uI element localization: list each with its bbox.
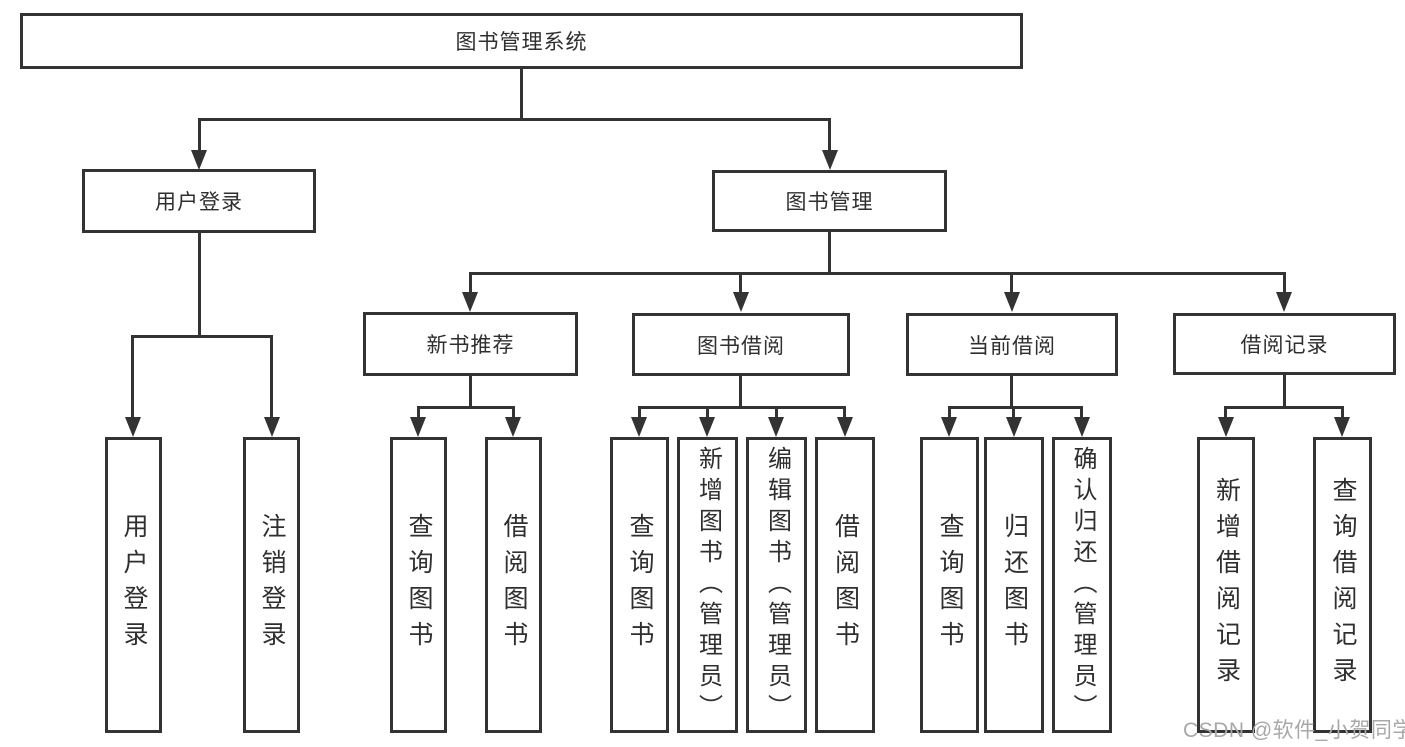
arrowhead-down-icon (410, 417, 426, 437)
node-label: 确认归还（管理员） (1069, 445, 1096, 725)
arrowhead-down-icon (941, 417, 957, 437)
leaf-edit-books-admin: 编辑图书（管理员） (746, 437, 807, 733)
arrowhead-down-icon (1276, 292, 1292, 312)
connector-hline (469, 272, 1286, 275)
connector-vline (512, 406, 515, 418)
arrowhead-down-icon (191, 150, 207, 170)
arrowhead-down-icon (1218, 417, 1234, 437)
node-user-login: 用户登录 (82, 169, 316, 233)
node-label: 查询图书 (626, 513, 654, 657)
connector-hline (417, 406, 515, 409)
arrowhead-down-icon (699, 417, 715, 437)
leaf-add-borrow-record: 新增借阅记录 (1197, 437, 1255, 733)
arrowhead-down-icon (822, 150, 838, 170)
connector-vline (198, 233, 201, 335)
node-borrowing-records: 借阅记录 (1173, 313, 1396, 375)
connector-vline (1341, 406, 1344, 418)
arrowhead-down-icon (837, 417, 853, 437)
connector-vline (520, 69, 523, 118)
connector-hline (638, 406, 846, 409)
arrowhead-down-icon (631, 417, 647, 437)
node-book-borrowing: 图书借阅 (632, 313, 850, 376)
connector-vline (1080, 406, 1083, 418)
connector-vline (739, 272, 742, 294)
arrowhead-down-icon (768, 417, 784, 437)
leaf-borrow-books-recommend: 借阅图书 (485, 437, 542, 733)
connector-vline (417, 406, 420, 418)
arrowhead-down-icon (1004, 292, 1020, 312)
leaf-user-login: 用户登录 (105, 437, 162, 733)
leaf-query-borrow-record: 查询借阅记录 (1313, 437, 1372, 733)
connector-hline (198, 118, 831, 121)
connector-vline (775, 406, 778, 418)
arrowhead-down-icon (462, 292, 478, 312)
node-label: 借阅图书 (500, 513, 528, 657)
leaf-query-books-borrowing: 查询图书 (610, 437, 669, 733)
node-label: 查询图书 (405, 513, 433, 657)
node-label: 借阅记录 (1240, 334, 1329, 357)
connector-vline (198, 118, 201, 152)
leaf-borrow-books-borrowing: 借阅图书 (815, 437, 875, 733)
node-book-management: 图书管理 (712, 170, 947, 232)
leaf-query-books-current: 查询图书 (920, 437, 979, 733)
leaf-query-books-recommend: 查询图书 (390, 437, 447, 733)
node-current-borrowing: 当前借阅 (906, 313, 1118, 376)
arrowhead-down-icon (1006, 417, 1022, 437)
node-label: 图书管理 (785, 191, 874, 214)
leaf-add-books-admin: 新增图书（管理员） (677, 437, 738, 733)
node-label: 新书推荐 (426, 334, 515, 357)
connector-hline (948, 406, 1083, 409)
arrowhead-down-icon (125, 417, 141, 437)
leaf-confirm-return-admin: 确认归还（管理员） (1052, 437, 1112, 733)
connector-hline (1224, 406, 1344, 409)
connector-vline (270, 335, 273, 417)
arrowhead-down-icon (733, 292, 749, 312)
node-label: 归还图书 (1000, 513, 1029, 657)
watermark-text: CSDN @软件_小贺同学 (1183, 719, 1405, 742)
connector-vline (469, 376, 472, 407)
arrowhead-down-icon (505, 417, 521, 437)
connector-vline (1224, 406, 1227, 418)
arrowhead-down-icon (1334, 417, 1350, 437)
connector-vline (1010, 376, 1013, 407)
connector-vline (828, 118, 831, 152)
connector-vline (1012, 406, 1015, 418)
node-label: 编辑图书（管理员） (763, 445, 791, 725)
connector-vline (1283, 272, 1286, 294)
leaf-logout: 注销登录 (243, 437, 300, 733)
node-label: 新增借阅记录 (1212, 477, 1241, 693)
connector-vline (131, 335, 134, 417)
node-library-system: 图书管理系统 (20, 13, 1023, 69)
node-label: 图书管理系统 (455, 31, 588, 54)
connector-hline (131, 335, 273, 338)
node-label: 图书借阅 (697, 334, 785, 358)
node-label: 用户登录 (120, 513, 148, 657)
node-label: 查询图书 (936, 513, 964, 657)
arrowhead-down-icon (264, 417, 280, 437)
node-label: 注销登录 (258, 513, 286, 657)
connector-vline (706, 406, 709, 418)
node-label: 用户登录 (155, 191, 243, 214)
node-label: 借阅图书 (831, 513, 860, 657)
connector-vline (948, 406, 951, 418)
connector-vline (843, 406, 846, 418)
arrowhead-down-icon (1074, 417, 1090, 437)
node-label: 新增图书（管理员） (694, 445, 722, 725)
connector-vline (1283, 375, 1286, 407)
connector-vline (638, 406, 641, 418)
connector-vline (469, 272, 472, 294)
leaf-return-books: 归还图书 (984, 437, 1044, 733)
connector-vline (828, 232, 831, 274)
connector-vline (1010, 272, 1013, 294)
node-label: 当前借阅 (968, 334, 1056, 358)
node-label: 查询借阅记录 (1329, 477, 1357, 693)
node-new-book-recommend: 新书推荐 (363, 312, 578, 376)
connector-vline (739, 376, 742, 407)
